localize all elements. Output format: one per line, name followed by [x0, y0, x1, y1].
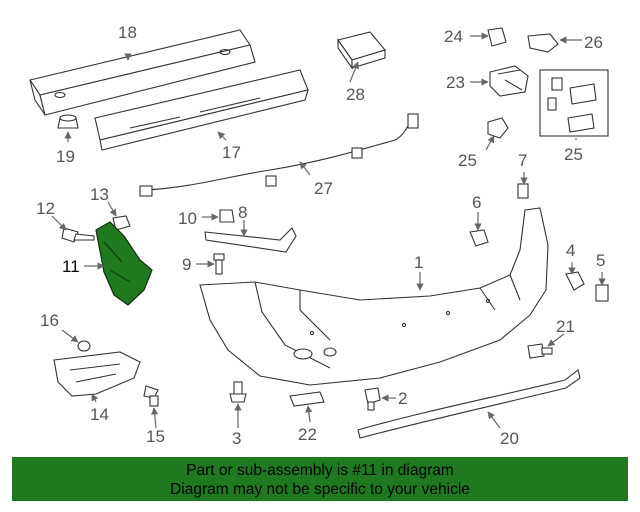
label-4: 4	[566, 241, 575, 260]
part-1-bumper-cover	[199, 207, 549, 386]
banner-line-2: Diagram may not be specific to your vehi…	[170, 481, 470, 498]
callout-labels: 18 28 24 26 23 25 25 17 19 27 7 6 10 8 9…	[36, 23, 605, 448]
part-11-bracket-highlighted	[95, 221, 153, 306]
info-banner: Part or sub-assembly is #11 in diagram D…	[12, 457, 628, 501]
label-27: 27	[314, 179, 333, 198]
part-7-clip	[517, 183, 529, 199]
label-19: 19	[56, 147, 75, 166]
part-22-reflector	[289, 391, 325, 407]
part-13-nut	[112, 215, 131, 231]
part-6-clip	[469, 229, 489, 247]
label-28: 28	[346, 85, 365, 104]
label-13: 13	[90, 185, 109, 204]
label-8: 8	[238, 203, 247, 222]
label-14: 14	[90, 405, 109, 424]
parts-diagram: 18 28 24 26 23 25 25 17 19 27 7 6 10 8 9…	[29, 23, 609, 448]
part-24-clip-set	[539, 69, 609, 137]
label-23: 23	[446, 73, 465, 92]
label-20: 20	[500, 429, 519, 448]
label-22: 22	[298, 425, 317, 444]
part-19-clip	[57, 114, 79, 129]
label-6: 6	[472, 193, 481, 212]
part-15-bolt	[143, 385, 159, 407]
part-8-bracket	[204, 227, 297, 253]
part-5-clip	[595, 284, 609, 302]
part-25-sensor-cap	[487, 27, 507, 47]
label-15: 15	[146, 427, 165, 446]
label-25-top: 24	[444, 27, 463, 46]
label-12: 12	[36, 199, 55, 218]
label-17: 17	[222, 143, 241, 162]
part-3-bolt	[229, 381, 247, 403]
label-2: 2	[398, 389, 407, 408]
label-24: 25	[564, 145, 583, 164]
label-7: 7	[518, 151, 527, 170]
part-17-energy-absorber	[94, 69, 309, 151]
label-9: 9	[182, 255, 191, 274]
label-26: 26	[584, 33, 603, 52]
label-18: 18	[118, 23, 137, 42]
part-16-bolt	[77, 340, 91, 352]
label-21: 21	[556, 317, 575, 336]
part-23-bracket	[489, 65, 529, 97]
part-4-clip	[565, 271, 585, 291]
part-10-clip	[219, 209, 235, 223]
banner-line-1: Part or sub-assembly is #11 in diagram	[186, 462, 454, 479]
part-21-bolt	[527, 343, 553, 359]
part-25-sensor-holder	[487, 117, 509, 139]
label-11: 11	[62, 257, 80, 276]
label-3: 3	[232, 429, 241, 448]
part-27-wire-harness	[139, 113, 419, 197]
part-9-bolt	[213, 253, 225, 275]
label-25-lower: 25	[458, 151, 477, 170]
part-18-reinforcement-beam	[29, 29, 256, 116]
label-1: 1	[414, 253, 423, 272]
label-5: 5	[596, 251, 605, 270]
part-26-clip	[527, 33, 559, 53]
leader-lines	[51, 32, 606, 429]
part-2-clip	[364, 387, 381, 411]
part-14-bracket	[53, 351, 141, 397]
part-20-molding	[357, 369, 581, 439]
part-28-module	[337, 31, 386, 70]
label-16: 16	[40, 311, 59, 330]
part-12-bolt	[61, 227, 95, 243]
label-10: 10	[178, 209, 197, 228]
